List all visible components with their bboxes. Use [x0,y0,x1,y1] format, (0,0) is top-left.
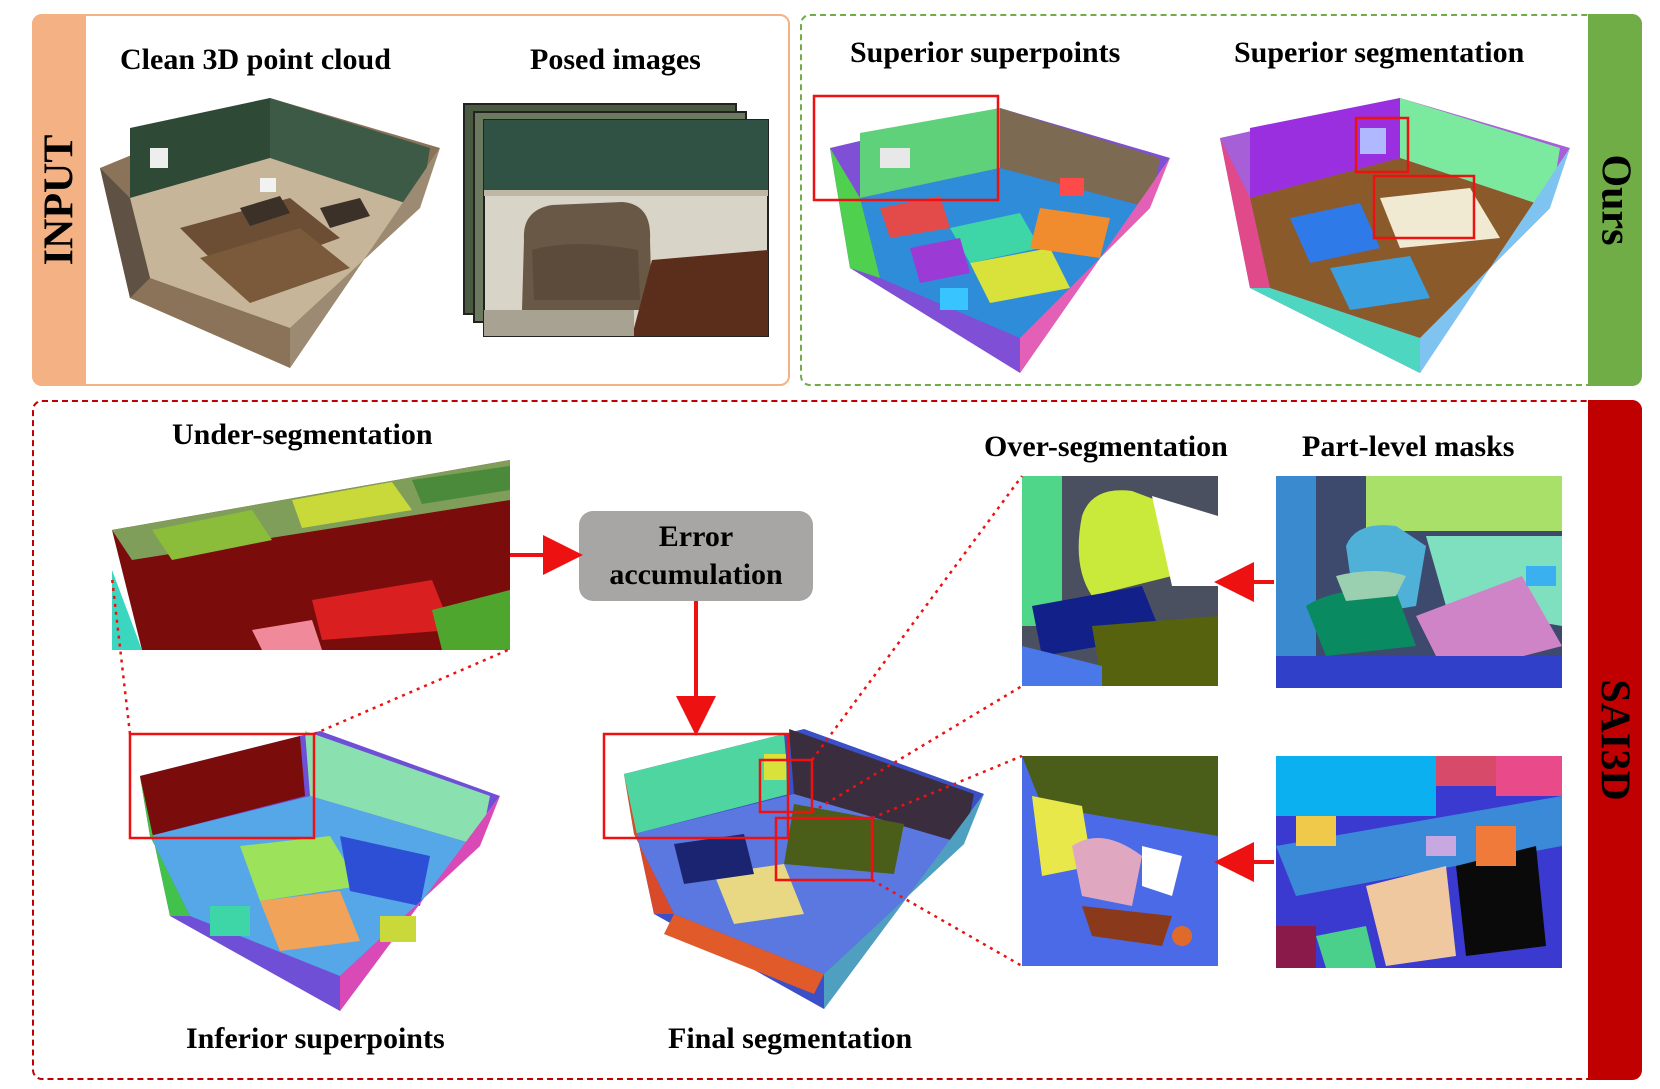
caption-superior-segmentation: Superior segmentation [1234,36,1525,69]
part-level-mask-bottom [1276,756,1562,968]
error-accumulation-box: Error accumulation [579,511,813,601]
caption-superior-superpoints: Superior superpoints [850,36,1121,69]
posed-images-stack [462,100,772,340]
error-box-line1: Error [658,520,734,553]
over-segmentation-crop-top [1022,476,1218,686]
superior-segmentation-image [1210,88,1580,378]
clean-point-cloud-image [90,88,450,378]
input-label-bar: INPUT [32,14,86,386]
ours-label-bar: Ours [1588,14,1642,386]
ours-label: Ours [1592,154,1639,246]
part-level-mask-top [1276,476,1562,688]
error-box-line2: accumulation [609,558,783,591]
over-segmentation-crop-bottom [1022,756,1218,966]
caption-clean-point-cloud: Clean 3D point cloud [120,43,391,76]
caption-under-segmentation: Under-segmentation [172,418,433,451]
caption-posed-images: Posed images [530,43,701,76]
caption-inferior-superpoints: Inferior superpoints [186,1022,445,1055]
sai3d-label: SAI3D [1592,679,1638,801]
sai3d-label-bar: SAI3D [1588,400,1642,1080]
inferior-superpoints-image [130,726,510,1016]
caption-part-level-masks: Part-level masks [1302,430,1515,463]
input-label: INPUT [36,134,82,266]
caption-final-segmentation: Final segmentation [668,1022,913,1055]
superior-superpoints-image [820,88,1180,378]
caption-over-segmentation: Over-segmentation [984,430,1228,463]
final-segmentation-image [614,724,994,1014]
under-segmentation-image [112,460,510,650]
